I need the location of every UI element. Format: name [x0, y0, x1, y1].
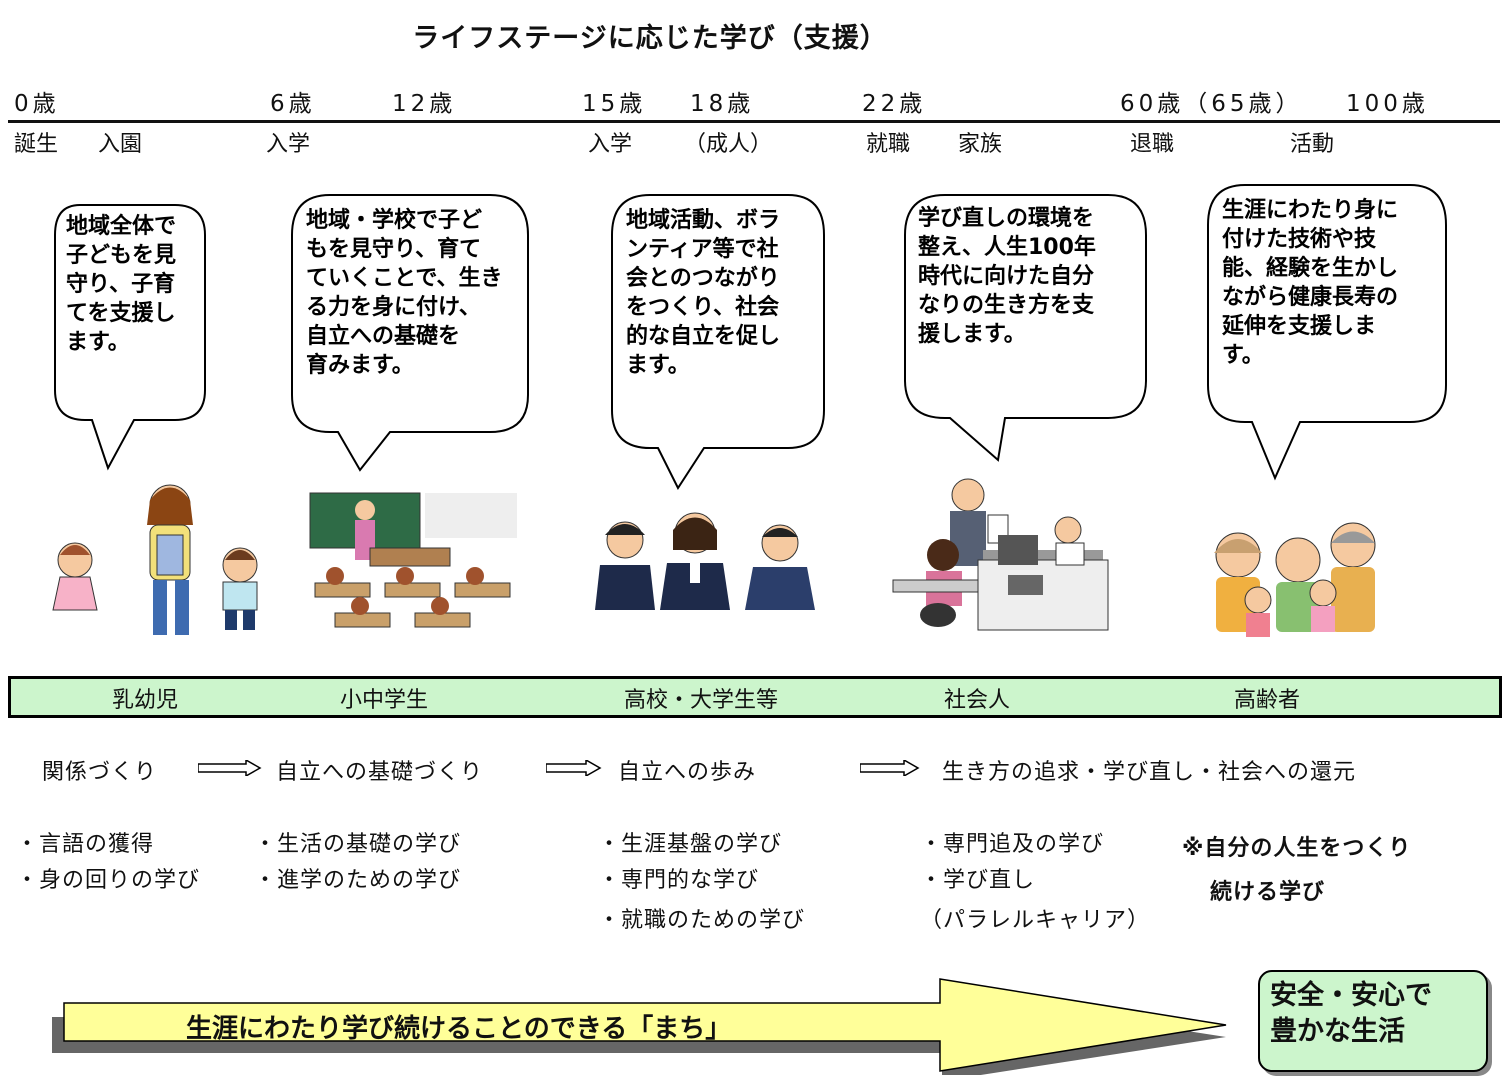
learning-school-2: ・進学のための学び	[254, 868, 462, 893]
age-6: 6歳	[270, 91, 316, 117]
stage-infant: 乳幼児	[112, 688, 179, 713]
flow-relationships: 関係づくり	[42, 760, 158, 785]
event-activity: 活動	[1290, 132, 1335, 157]
bubble-highschool: 地域活動、ボランティア等で社会とのつながりをつくり、社会的な自立を促します。	[626, 208, 781, 378]
event-highschool-entry: 入学	[588, 132, 633, 157]
event-kindergarten: 入園	[98, 132, 143, 157]
flow-lifelong: 生き方の追求・学び直し・社会への還元	[942, 760, 1357, 785]
classroom-icon	[309, 492, 517, 628]
event-retirement: 退職	[1130, 132, 1175, 157]
learning-school-1: ・生活の基礎の学び	[254, 832, 462, 857]
note-line-2: 続ける学び	[1210, 880, 1326, 905]
stage-school: 小中学生	[340, 688, 429, 713]
learning-highschool-1: ・生涯基盤の学び	[598, 832, 783, 857]
bubble-student: 地域・学校で子どもを見守り、育てていくことで、生きる力を身に付け、自立への基礎を…	[306, 208, 503, 378]
banner-arrow	[52, 978, 1227, 1075]
event-birth: 誕生	[14, 132, 59, 157]
flow-independence: 自立への歩み	[618, 760, 757, 785]
flow-foundation: 自立への基礎づくり	[276, 760, 484, 785]
event-adulthood: （成人）	[684, 132, 773, 157]
flow-arrow-3-icon	[860, 760, 920, 776]
age-22: 22歳	[862, 91, 927, 117]
flow-arrow-1-icon	[198, 760, 262, 776]
learning-adult-3: （パラレルキャリア）	[920, 908, 1151, 933]
age-100: 100歳	[1346, 91, 1429, 117]
learning-adult-1: ・専門追及の学び	[920, 832, 1105, 857]
timeline-line	[8, 120, 1500, 123]
elderly-family-icon	[1214, 522, 1376, 637]
learning-highschool-3: ・就職のための学び	[598, 908, 806, 933]
event-employment: 就職	[866, 132, 911, 157]
goal-box	[1258, 970, 1488, 1072]
bubble-elderly: 生涯にわたり身に付けた技術や技能、経験を生かしながら健康長寿の延伸を支援します。	[1222, 198, 1399, 368]
learning-infant-1: ・言語の獲得	[16, 832, 155, 857]
stage-highschool-university: 高校・大学生等	[624, 688, 779, 713]
stage-bar	[8, 676, 1502, 718]
event-family: 家族	[958, 132, 1003, 157]
learning-adult-2: ・学び直し	[920, 868, 1036, 893]
learning-infant-2: ・身の回りの学び	[16, 868, 201, 893]
bubble-infant: 地域全体で子どもを見守り、子育てを支援します。	[66, 214, 177, 355]
age-18: 18歳	[690, 91, 755, 117]
age-60: 60歳（65歳）	[1120, 91, 1303, 117]
age-15: 15歳	[582, 91, 647, 117]
age-0: 0歳	[14, 91, 60, 117]
age-12: 12歳	[392, 91, 457, 117]
office-workers-icon	[892, 478, 1109, 631]
flow-arrow-2-icon	[546, 760, 602, 776]
stage-working-adult: 社会人	[944, 688, 1011, 713]
students-talking-icon	[595, 512, 815, 610]
banner-text: 生涯にわたり学び続けることのできる「まち」	[186, 1014, 732, 1044]
goal-text: 安全・安心で豊かな生活	[1270, 980, 1432, 1047]
learning-highschool-2: ・専門的な学び	[598, 868, 760, 893]
page-title: ライフステージに応じた学び（支援）	[412, 23, 888, 54]
speech-bubbles	[54, 184, 1447, 491]
note-line-1: ※自分の人生をつくり	[1182, 836, 1412, 861]
event-school-entry: 入学	[266, 132, 311, 157]
bubble-worker: 学び直しの環境を整え、人生100年時代に向けた自分なりの生き方を支援します。	[918, 206, 1096, 347]
teacher-with-children-icon	[52, 484, 258, 635]
stage-elderly: 高齢者	[1234, 688, 1301, 713]
